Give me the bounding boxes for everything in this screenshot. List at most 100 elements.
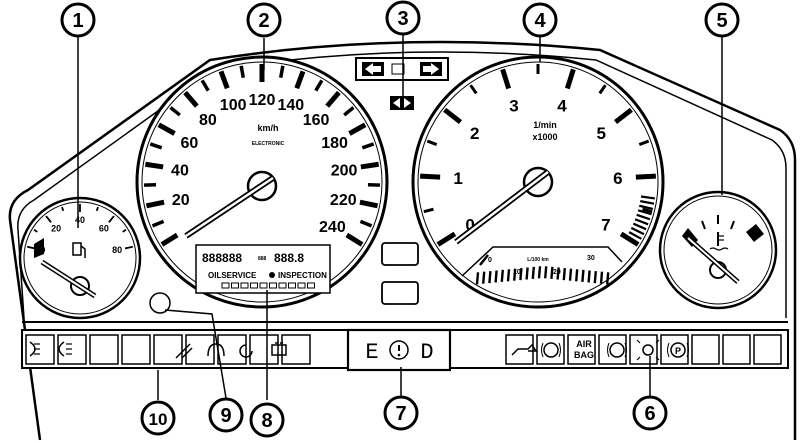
economy-tick-20: 20 [553,269,561,276]
tachometer-tick [564,68,576,90]
tachometer-tick [598,84,607,95]
tachometer-tick [426,139,438,146]
service-led [269,282,277,289]
tachometer-tick [443,107,463,125]
speedometer-tick [151,219,165,228]
economy-gauge-ticks [475,266,610,285]
speedometer-unit: km/h [257,123,278,133]
service-led [240,282,249,289]
callout-leaders [77,35,723,400]
brake-pad-icon [607,342,627,358]
odometer-small: 888 [258,256,267,262]
speedometer-tick [218,70,230,90]
speedometer-label-200: 200 [331,162,358,179]
service-led [307,282,315,289]
economy-needle [479,254,489,266]
glow-plug-icon [207,343,225,357]
warning-light-cell [691,334,720,365]
callout-9: 9 [208,397,244,433]
center-indicator-right: D [420,340,433,365]
odometer-right: 888.8 [274,251,304,265]
abs-icon [541,342,561,358]
service-cycle-icon [239,344,253,358]
trip-reset-button [149,292,171,314]
speedometer-label-140: 140 [277,97,304,114]
speedometer-tick [294,70,306,90]
svg-text:5: 5 [716,10,727,32]
callout-8: 8 [249,402,285,438]
tachometer-tick [635,173,656,180]
warning-light-cell [25,334,55,365]
tachometer-redline [626,195,656,245]
tachometer-label-2: 2 [470,124,479,143]
speedometer-label-40: 40 [171,162,189,179]
economy-tick-10: 10 [513,269,521,276]
tachometer-tick [469,84,478,95]
speedometer-bezel [141,61,383,303]
callout-7: 7 [383,395,419,431]
economy-tick-0: 0 [488,257,492,264]
speedometer-tick [343,106,355,117]
speedometer-label-80: 80 [199,112,217,129]
center-display-upper [381,242,419,266]
tachometer-label-4: 4 [557,97,567,116]
tachometer-tick [420,173,441,180]
callout-5: 5 [704,2,740,38]
tachometer-ticks [420,64,656,247]
svg-text:8: 8 [261,410,272,432]
warning-light-cell [185,334,215,365]
speedometer-tick [359,199,379,209]
warning-light-cell [753,334,782,365]
tachometer-tick [436,231,457,247]
warning-light-cell [121,334,151,365]
warning-light-cell [281,334,311,365]
speedometer-label-100: 100 [220,97,247,114]
warning-light-cell [536,334,565,365]
warning-light-cell [629,334,658,365]
warning-light-cell [249,334,279,365]
speedometer-tick [278,65,285,78]
speedometer-tick [144,161,164,170]
fuel-reserve-mark [34,238,44,258]
service-led [250,282,258,289]
svg-text:3: 3 [397,8,408,30]
speedometer-tick [239,65,246,78]
speedometer-tick [183,90,199,108]
rear-fog-icon [58,341,72,357]
airbag-label-line2: BAG [574,350,594,360]
service-led [297,282,306,289]
temperature-hot-mark [746,224,764,242]
svg-text:1: 1 [72,10,83,32]
temperature-gauge [658,190,778,310]
inspection-label: INSPECTION [278,271,327,280]
tachometer-unit: 1/min [533,120,557,130]
center-warning-display: E D [346,328,452,372]
warning-light-cell [722,334,751,365]
speedometer-tick [157,122,176,136]
tachometer-label-5: 5 [597,124,606,143]
fuel-pump-icon [72,242,86,258]
fuel-gauge-ticks [26,204,134,250]
callout-2: 2 [246,2,282,38]
airbag-label-line1: AIR [576,339,592,349]
callout-4: 4 [522,2,558,38]
tachometer-label-7: 7 [601,215,610,234]
svg-text:4: 4 [534,10,546,32]
svg-text:7: 7 [395,403,406,425]
fuel-gauge-rim [18,196,142,320]
fuel-label-60: 60 [99,223,109,233]
speedometer-subtitle: ELECTRONIC [252,141,285,147]
tachometer-label-1: 1 [453,169,462,188]
svg-text:9: 9 [220,405,231,427]
tachometer-bezel [417,61,659,303]
economy-gauge-frame [461,246,623,277]
speedometer-tick [348,122,367,136]
